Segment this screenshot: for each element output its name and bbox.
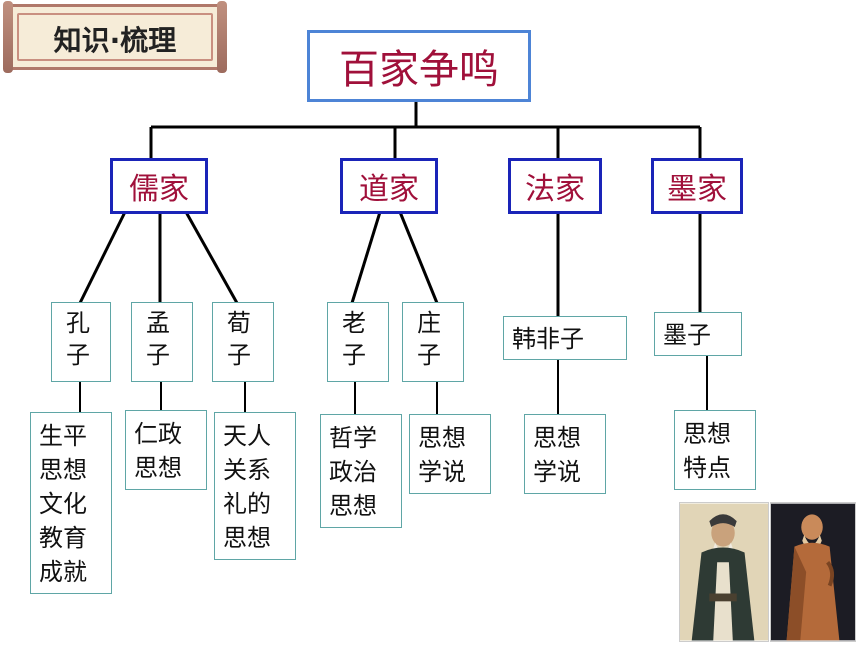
scroll-rod-left bbox=[3, 1, 13, 73]
topic-hanfeizi: 思想学说 bbox=[524, 414, 606, 494]
thinker-laozi: 老子 bbox=[327, 302, 389, 382]
thinker-hanfeizi: 韩非子 bbox=[503, 316, 627, 360]
scroll-rod-right bbox=[217, 1, 227, 73]
thinker-mengzi: 孟子 bbox=[131, 302, 193, 382]
topic-mengzi: 仁政思想 bbox=[125, 410, 207, 490]
topic-mozi: 思想特点 bbox=[674, 410, 756, 490]
school-legalism: 法家 bbox=[508, 158, 602, 214]
laozi-statue-image bbox=[770, 502, 856, 642]
thinker-xunzi: 荀子 bbox=[212, 302, 274, 382]
banner-title: 知识·梳理 bbox=[53, 24, 177, 57]
thinker-mozi: 墨子 bbox=[654, 312, 742, 356]
confucius-portrait-image bbox=[679, 502, 769, 642]
topic-laozi: 哲学政治思想 bbox=[320, 414, 402, 528]
topic-xunzi: 天人关系礼的思想 bbox=[214, 412, 296, 560]
topic-kongzi: 生平思想文化教育成就 bbox=[30, 412, 112, 594]
thinker-zhuangzi: 庄子 bbox=[402, 302, 464, 382]
school-mohism: 墨家 bbox=[651, 158, 743, 214]
root-node: 百家争鸣 bbox=[307, 30, 531, 102]
topic-zhuangzi: 思想学说 bbox=[409, 414, 491, 494]
school-daoism: 道家 bbox=[340, 158, 438, 214]
section-banner: 知识·梳理 bbox=[3, 1, 227, 73]
school-confucianism: 儒家 bbox=[110, 158, 208, 214]
thinker-kongzi: 孔子 bbox=[51, 302, 111, 382]
